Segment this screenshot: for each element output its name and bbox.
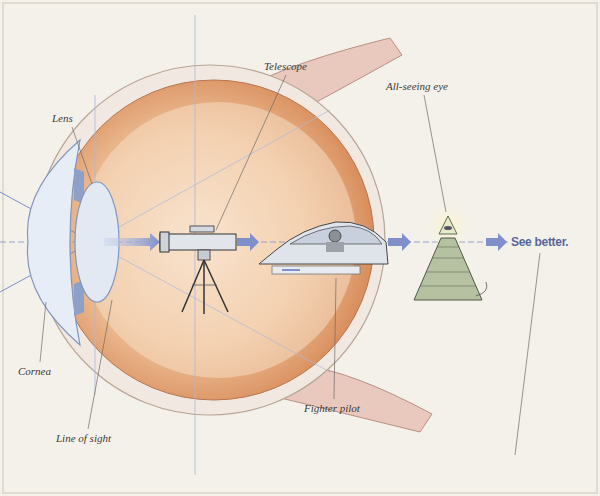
flow-arrow bbox=[237, 233, 259, 251]
part-label: Telescope bbox=[262, 59, 309, 73]
cornea bbox=[27, 140, 80, 345]
result-text: See better. bbox=[509, 235, 570, 249]
part-label: Cornea bbox=[16, 364, 53, 378]
sclera bbox=[35, 65, 385, 415]
flow-arrow bbox=[388, 233, 411, 251]
guide-line bbox=[92, 110, 330, 242]
part-label: Fighter pilot bbox=[302, 401, 362, 415]
part-label: Lens bbox=[50, 111, 75, 125]
all-seeing-eye-pyramid bbox=[414, 200, 487, 300]
paper-edge bbox=[3, 3, 597, 493]
part-label: All-seeing eye bbox=[384, 79, 450, 93]
leader-lines bbox=[40, 75, 540, 455]
fighter-cockpit bbox=[259, 222, 388, 274]
part-label: Line of sight bbox=[54, 431, 113, 445]
flow-arrow bbox=[486, 233, 507, 251]
flow-arrow bbox=[104, 233, 160, 251]
telescope bbox=[160, 226, 236, 314]
